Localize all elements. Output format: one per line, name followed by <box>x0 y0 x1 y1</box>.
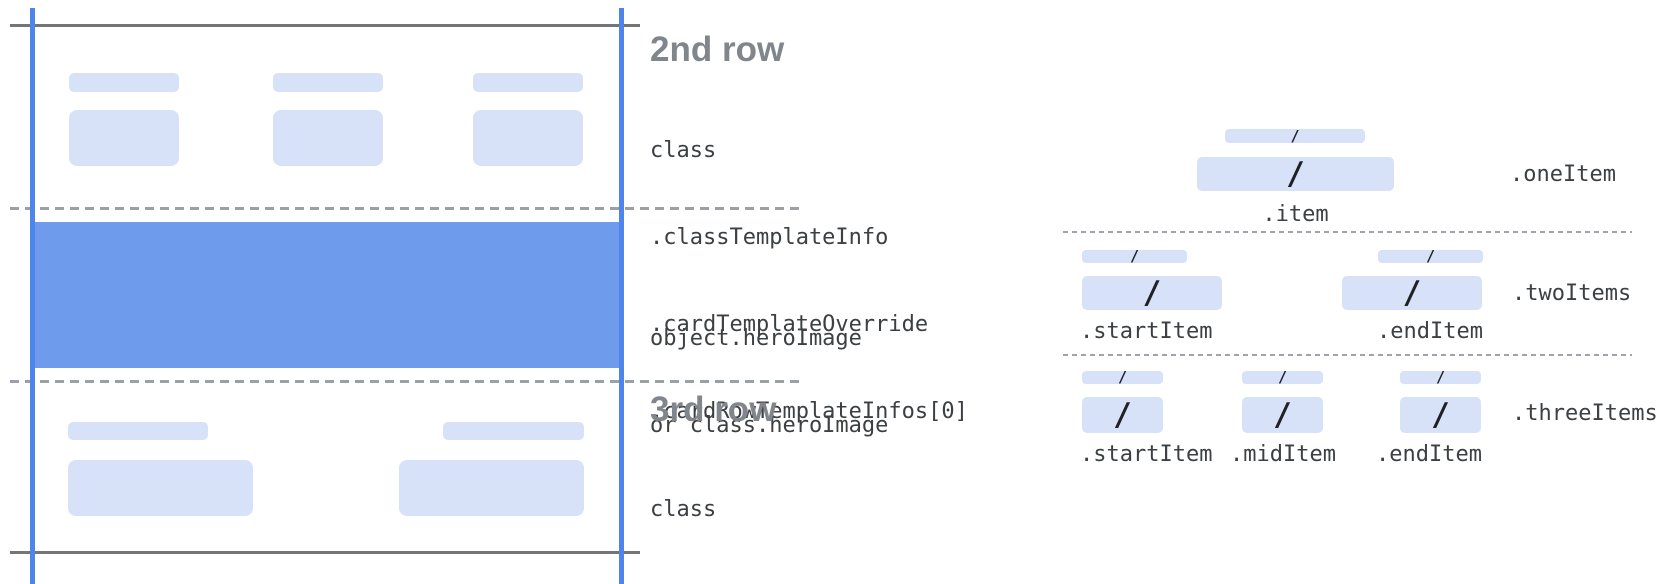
two-items-side-label: .twoItems <box>1512 281 1632 306</box>
slash-placeholder: / <box>1129 247 1140 265</box>
three-items-end-label-bar: / <box>1400 368 1481 386</box>
three-items-mid-label-bar: / <box>1242 368 1323 386</box>
row2-item3-value-box <box>473 110 583 166</box>
one-item-value-bar: / <box>1197 157 1394 191</box>
slash-placeholder: / <box>1273 396 1292 433</box>
slash-placeholder: / <box>1290 126 1300 145</box>
row2-heading: 2nd row <box>650 30 785 69</box>
row3-start-label-bar <box>68 422 208 440</box>
one-item-label-bar: / <box>1225 126 1365 145</box>
code-line: class <box>650 497 717 522</box>
code-line: or class.heroImage <box>650 413 889 438</box>
three-items-start-caption: .startItem <box>1080 442 1213 467</box>
row3-code-block: class .classTemplateInfo .cardTemplateOv… <box>650 437 968 584</box>
slash-placeholder: / <box>1431 396 1450 433</box>
code-line: class <box>650 138 717 163</box>
slash-placeholder: / <box>1142 274 1162 311</box>
two-items-end-value-bar: / <box>1342 276 1482 310</box>
three-items-mid-caption: .midItem <box>1230 442 1336 467</box>
card-margin-line-left <box>30 8 35 584</box>
three-items-end-value-bar: / <box>1400 397 1481 433</box>
section-divider-dashed-1 <box>1063 231 1632 233</box>
three-items-side-label: .threeItems <box>1512 401 1658 426</box>
code-line: .classTemplateInfo <box>650 225 889 250</box>
hero-code-block: object.heroImage or class.heroImage <box>650 266 888 498</box>
slash-placeholder: / <box>1286 155 1305 192</box>
row2-item3-label-bar <box>473 73 583 92</box>
two-items-end-caption: .endItem <box>1377 319 1483 344</box>
slash-placeholder: / <box>1435 368 1446 386</box>
row2-item1-value-box <box>69 110 179 166</box>
row3-start-value-box <box>68 460 253 516</box>
two-items-start-label-bar: / <box>1082 247 1187 265</box>
three-items-start-label-bar: / <box>1082 368 1163 386</box>
slash-placeholder: / <box>1277 368 1288 386</box>
slash-placeholder: / <box>1425 247 1436 265</box>
row2-item1-label-bar <box>69 73 179 92</box>
code-line: .cardRowTemplateInfos[0] <box>650 399 968 424</box>
row2-code-block: class .classTemplateInfo .cardTemplateOv… <box>650 78 968 484</box>
row-divider-dashed-upper <box>10 207 800 210</box>
code-line: .cardTemplateOverride <box>650 312 929 337</box>
two-items-start-value-bar: / <box>1082 276 1222 310</box>
card-bottom-edge-line <box>10 551 640 554</box>
slash-placeholder: / <box>1113 396 1132 433</box>
three-items-end-caption: .endItem <box>1376 442 1482 467</box>
row2-item2-value-box <box>273 110 383 166</box>
code-line: object.heroImage <box>650 326 862 351</box>
hero-image-band <box>30 222 624 368</box>
section-divider-dashed-2 <box>1063 354 1632 356</box>
row3-end-value-box <box>399 460 584 516</box>
row3-end-label-bar <box>443 422 584 440</box>
two-items-start-caption: .startItem <box>1080 319 1213 344</box>
row-divider-dashed-lower <box>10 380 800 383</box>
slash-placeholder: / <box>1117 368 1128 386</box>
one-item-side-label: .oneItem <box>1510 162 1616 187</box>
three-items-start-value-bar: / <box>1082 397 1163 433</box>
three-items-mid-value-bar: / <box>1242 397 1323 433</box>
two-items-end-label-bar: / <box>1378 247 1483 265</box>
row3-heading: 3rd row <box>650 390 777 429</box>
one-item-caption: .item <box>1262 202 1329 227</box>
row2-item2-label-bar <box>273 73 383 92</box>
card-top-edge-line <box>10 24 640 27</box>
card-margin-line-right <box>619 8 624 584</box>
slash-placeholder: / <box>1402 274 1422 311</box>
